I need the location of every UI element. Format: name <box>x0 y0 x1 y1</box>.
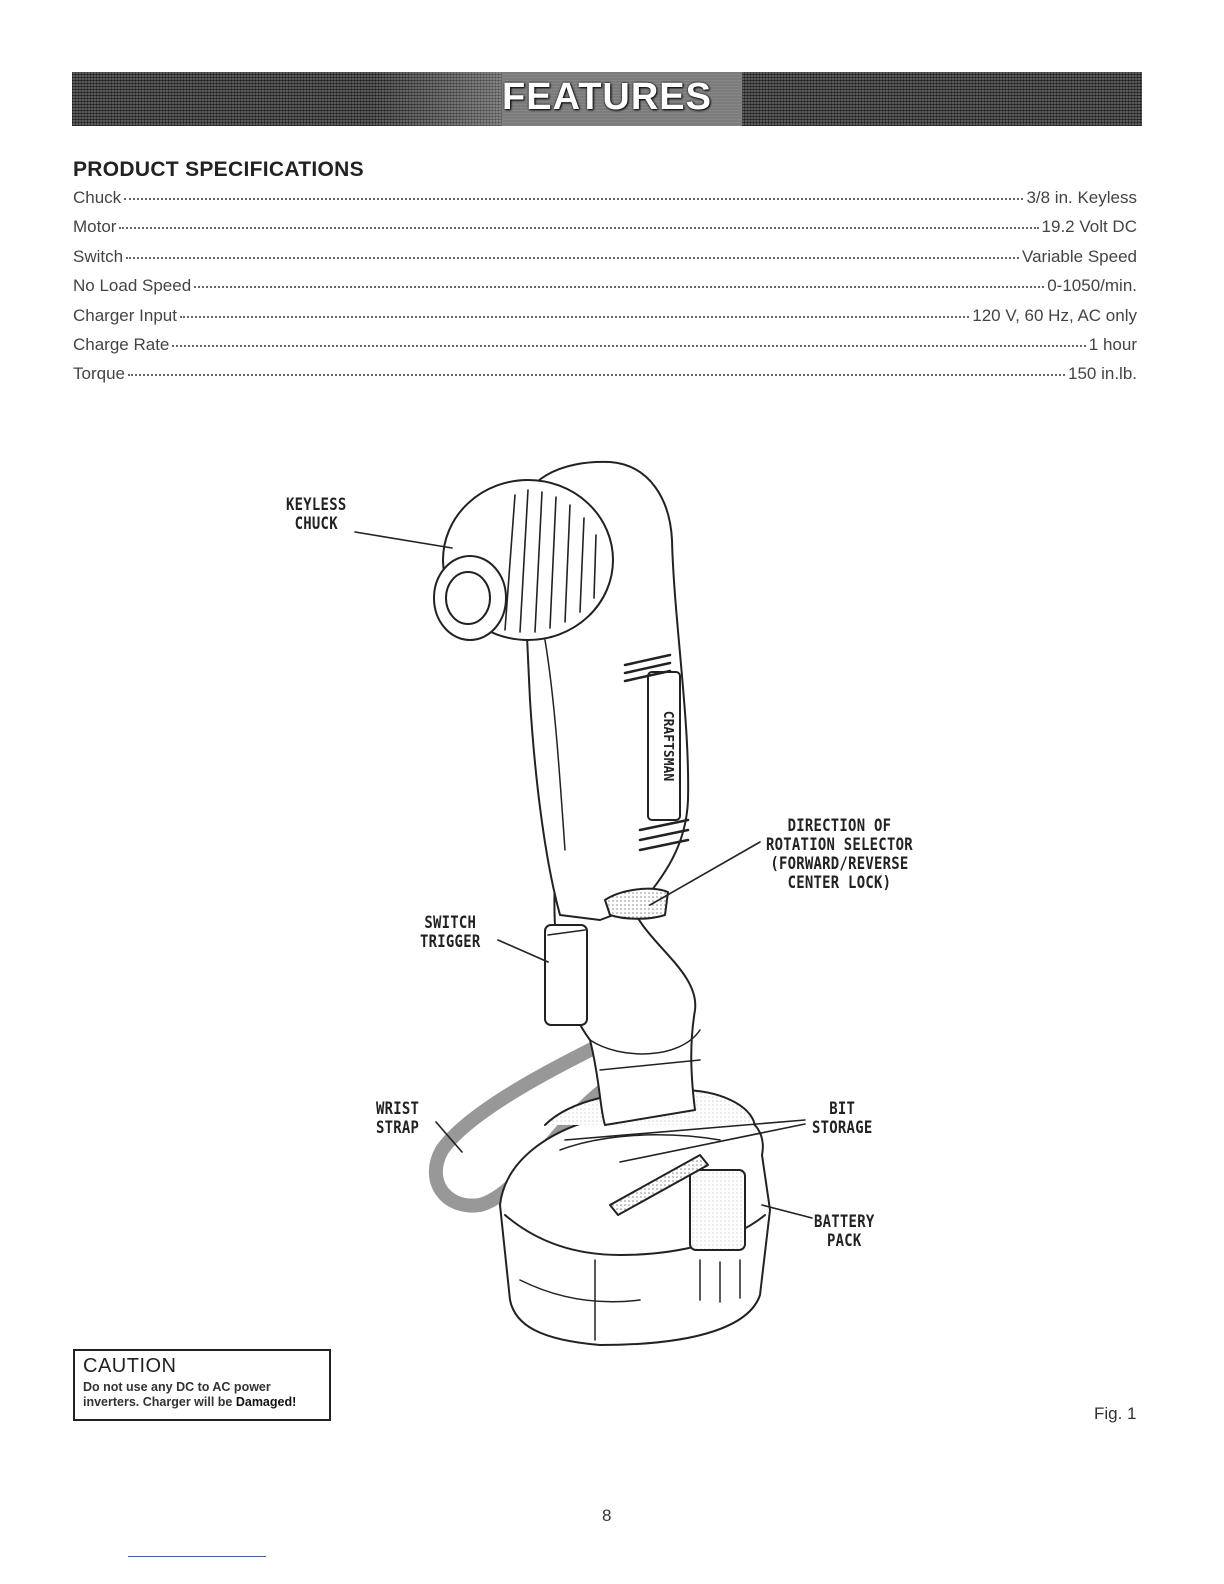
callout-wrist-strap: WRIST STRAP <box>376 1099 420 1138</box>
page-title: FEATURES <box>502 76 712 118</box>
direction-selector-shape <box>604 887 669 920</box>
specifications-heading: PRODUCT SPECIFICATIONS <box>73 158 364 181</box>
spec-value: 120 V, 60 Hz, AC only <box>972 305 1137 325</box>
dot-leader <box>127 374 1065 377</box>
wrist-strap-shape <box>428 1038 617 1213</box>
keyless-chuck-shape <box>442 479 614 641</box>
brand-name: CRAFTSMAN <box>660 711 675 782</box>
caution-title: CAUTION <box>83 1355 177 1377</box>
dot-leader <box>194 286 1045 289</box>
spec-row-charger-input: Charger Input 120 V, 60 Hz, AC only <box>73 306 1137 335</box>
features-banner: FEATURES <box>72 72 1142 126</box>
spec-label: Motor <box>73 217 117 237</box>
handle-shape <box>553 844 697 1126</box>
spec-row-motor: Motor 19.2 Volt DC <box>73 217 1137 246</box>
callout-keyless-chuck: KEYLESS CHUCK <box>286 495 347 534</box>
banner-shading <box>72 72 502 126</box>
callout-switch-trigger: SWITCH TRIGGER <box>420 913 481 952</box>
brand-plate <box>647 671 681 821</box>
spec-row-switch: Switch Variable Speed <box>73 247 1137 276</box>
spec-label: Torque <box>73 364 125 384</box>
spec-label: Chuck <box>73 188 122 207</box>
callout-battery-pack: BATTERY PACK <box>814 1212 875 1251</box>
spec-value: 19.2 Volt DC <box>1041 217 1137 237</box>
dot-leader <box>126 256 1019 259</box>
spec-value: 1 hour <box>1088 334 1137 354</box>
spec-label: Switch <box>73 246 124 266</box>
dot-leader <box>179 315 970 318</box>
spec-row-chuck: Chuck 3/8 in. Keyless <box>73 188 1137 217</box>
spec-value: 150 in.lb. <box>1068 364 1137 384</box>
spec-label: Charger Input <box>73 305 177 325</box>
leader-lines <box>354 531 813 1219</box>
battery-pack-shape <box>499 1117 771 1346</box>
callout-direction-selector: DIRECTION OF ROTATION SELECTOR (FORWARD/… <box>766 816 913 893</box>
dot-leader <box>124 198 1024 200</box>
spec-label: Charge Rate <box>73 334 170 354</box>
dot-leader <box>172 344 1086 347</box>
spec-row-charge-rate: Charge Rate 1 hour <box>73 335 1137 364</box>
caution-message: Do not use any DC to AC power inverters.… <box>83 1380 271 1409</box>
caution-box: CAUTION Do not use any DC to AC power in… <box>73 1349 331 1421</box>
spec-label: No Load Speed <box>73 276 192 296</box>
callout-bit-storage: BIT STORAGE <box>812 1099 873 1138</box>
spec-row-no-load-speed: No Load Speed 0-1050/min. <box>73 276 1137 305</box>
spec-row-torque: Torque 150 in.lb. <box>73 364 1137 393</box>
caution-text: Do not use any DC to AC power inverters.… <box>83 1380 321 1410</box>
battery-release-button <box>689 1169 746 1251</box>
figure-label: Fig. 1 <box>1094 1404 1137 1423</box>
caution-emphasis: Damaged! <box>235 1395 297 1409</box>
page-number: 8 <box>602 1506 612 1525</box>
spec-value: 0-1050/min. <box>1047 276 1137 296</box>
dot-leader <box>119 227 1039 230</box>
footer-rule <box>128 1556 266 1557</box>
spec-value: 3/8 in. Keyless <box>1026 188 1137 207</box>
drill-body-shape <box>519 460 690 921</box>
spec-value: Variable Speed <box>1022 246 1137 266</box>
switch-trigger-shape <box>544 924 588 1026</box>
bit-shape <box>609 1154 709 1216</box>
banner-title-plate <box>502 72 742 126</box>
specifications-list: Chuck 3/8 in. Keyless Motor 19.2 Volt DC… <box>73 188 1137 394</box>
